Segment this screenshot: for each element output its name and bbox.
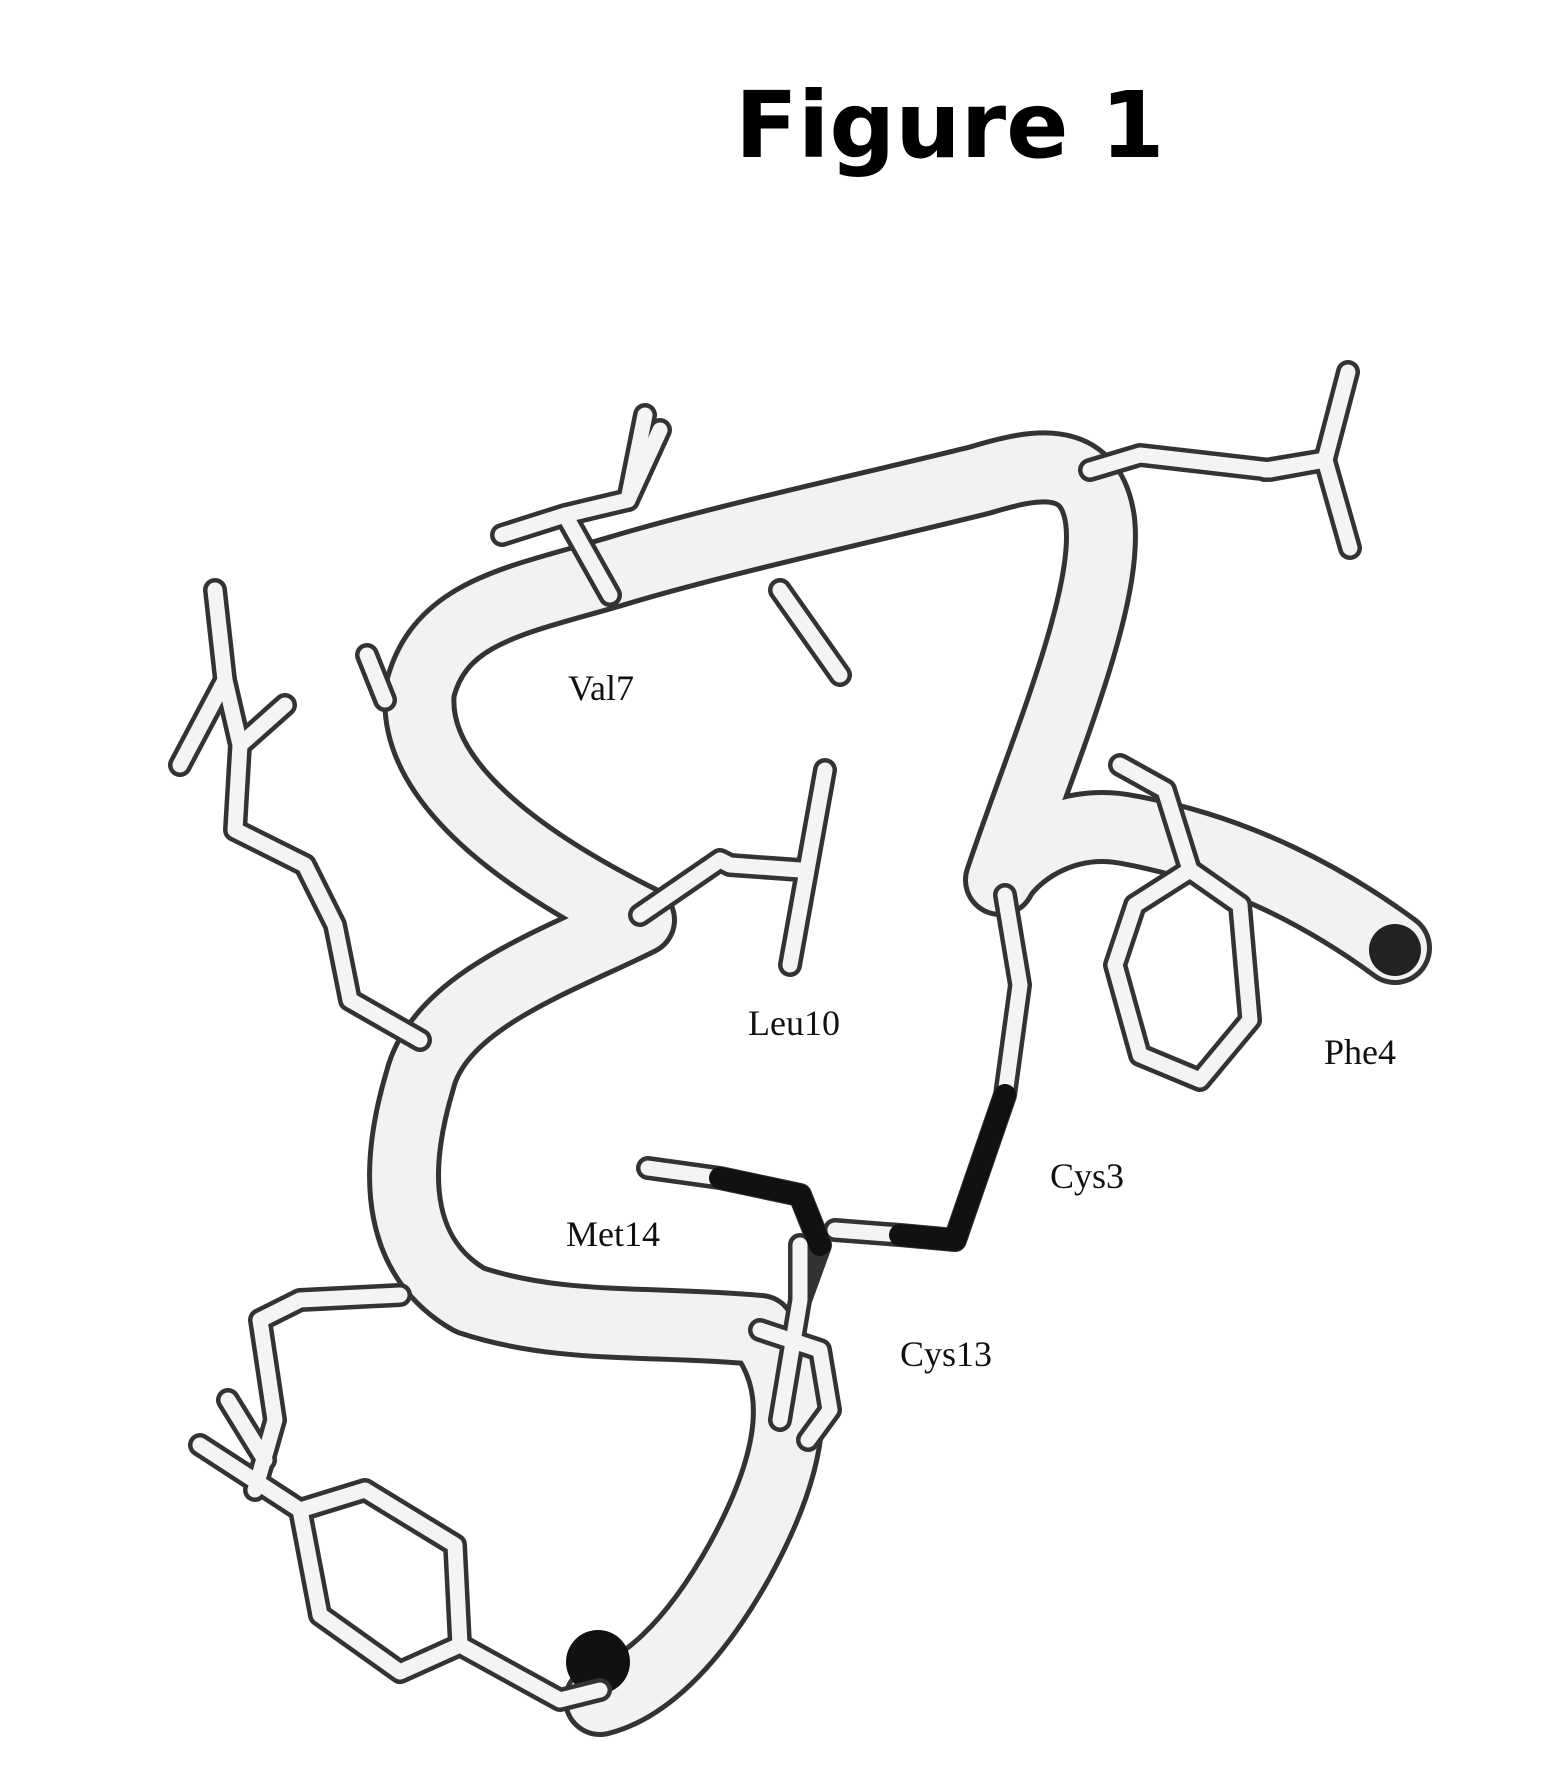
backbone-tube [404,467,1421,1700]
residue-label-cys3: Cys3 [1050,1158,1124,1194]
residue-label-phe4: Phe4 [1324,1034,1396,1070]
residue-label-met14: Met14 [566,1216,660,1252]
residue-label-leu10: Leu10 [748,1005,840,1041]
backbone-outline [404,467,1395,1700]
residue-label-cys13: Cys13 [900,1336,992,1372]
backbone-fill [404,467,1395,1700]
backbone-terminal-cap [1369,924,1421,976]
residue-label-val7: Val7 [568,670,634,706]
